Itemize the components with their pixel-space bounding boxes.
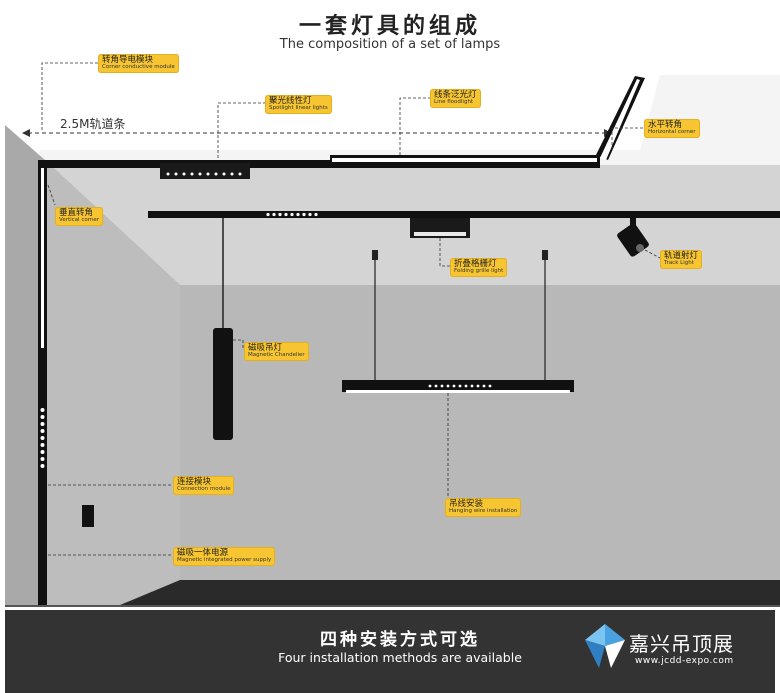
footer-bar [5, 610, 775, 693]
wire-cap-right [542, 250, 548, 260]
logo-url: www.jcdd-expo.com [635, 656, 734, 666]
folding-grille-glow [414, 232, 466, 236]
spotlight-linear-dots [166, 172, 242, 176]
linear-pendant-dots [428, 384, 492, 388]
wire-cap-left [372, 250, 378, 260]
linear-pendant-glow [346, 390, 570, 393]
label-magnetic-chandelier: 磁吸吊灯 Magnetic Chandelier [244, 342, 309, 361]
page-title: 一套灯具的组成 [298, 14, 481, 39]
label-connection-module: 连接模块 Connection module [173, 476, 235, 495]
label-hanging-wire: 吊线安装 Hanging wire installation [445, 498, 522, 517]
track-spotlight-stem [630, 218, 636, 228]
vertical-track-strip [41, 168, 44, 348]
label-corner-module: 转角导电模块 Corner conductive module [98, 54, 179, 73]
logo-text: 嘉兴吊顶展 [629, 632, 734, 656]
footer-title: 四种安装方式可选 [320, 630, 480, 650]
second-track [148, 211, 780, 218]
page-subtitle: The composition of a set of lamps [279, 37, 501, 52]
linear-pendant [342, 380, 574, 392]
vertical-track [38, 160, 47, 605]
wall-spotlight [82, 505, 94, 527]
label-horizontal-corner: 水平转角 Horizontal corner [644, 119, 700, 138]
label-spotlight-linear: 聚光线性灯 Spotlight linear lights [265, 95, 332, 114]
label-folding-grille: 折叠格栅灯 Folding grille light [450, 258, 508, 277]
track-length-label: 2.5M轨道条 [60, 117, 126, 131]
dimension-arrow-left [22, 129, 30, 137]
left-wall-inner [45, 160, 180, 605]
track-spotlight-lens [636, 244, 644, 252]
horizontal-corner-strip [600, 79, 640, 160]
magnetic-chandelier [213, 328, 233, 440]
expo-logo-icon [585, 624, 625, 668]
label-vertical-corner: 垂直转角 Vertical corner [55, 207, 104, 226]
second-track-dots [266, 212, 318, 217]
vertical-dot-lights [40, 408, 45, 468]
label-power-supply: 磁吸一体电源 Magnetic integrated power supply [173, 547, 276, 566]
label-line-floodlight: 线条泛光灯 Line floodlight [430, 89, 481, 108]
footer-subtitle: Four installation methods are available [278, 650, 522, 665]
back-wall [180, 285, 780, 580]
floor-band [120, 580, 780, 605]
leader-lines [41, 62, 661, 556]
label-track-light: 轨道射灯 Track Light [660, 250, 703, 269]
spotlight-linear-light [160, 163, 250, 179]
floodlight-strip [332, 158, 597, 162]
